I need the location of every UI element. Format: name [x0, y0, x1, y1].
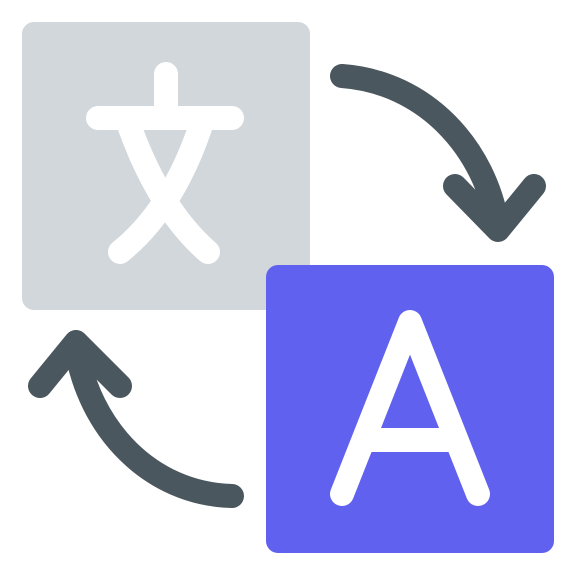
source-glyph-strokes	[86, 62, 244, 264]
arrow-target-to-source-icon	[28, 330, 244, 508]
arrow-source-to-target-icon	[330, 64, 546, 242]
source-tile	[22, 22, 310, 310]
target-glyph-strokes	[330, 310, 490, 506]
chinese-character-wen-icon	[22, 22, 310, 310]
latin-letter-a-icon	[266, 265, 554, 553]
target-tile	[266, 265, 554, 553]
